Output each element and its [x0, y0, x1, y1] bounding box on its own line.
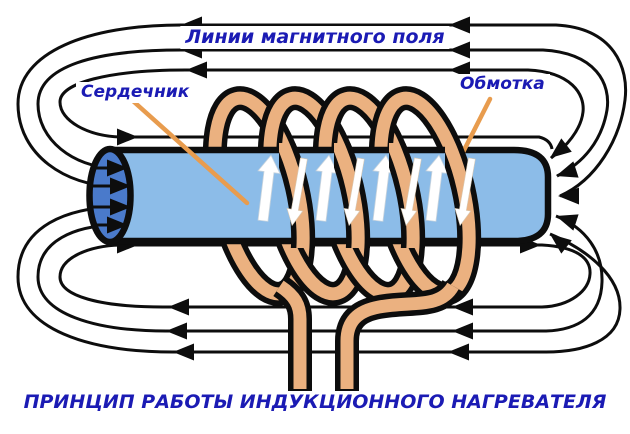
diagram-title: ПРИНЦИП РАБОТЫ ИНДУКЦИОННОГО НАГРЕВАТЕЛЯ	[23, 391, 607, 413]
core-flux-arrows	[257, 154, 449, 222]
winding-label: Обмотка	[455, 74, 550, 95]
core-leader-line	[130, 98, 250, 206]
core-end-arrows	[91, 138, 579, 254]
core-end-face	[86, 145, 134, 246]
field-lines-label: Линии магнитного поля	[180, 26, 450, 49]
winding-current-arrows	[286, 157, 476, 227]
coil-lead-wires	[273, 276, 464, 391]
magnetic-field-lines	[16, 16, 628, 361]
core-label: Сердечник	[76, 82, 195, 103]
